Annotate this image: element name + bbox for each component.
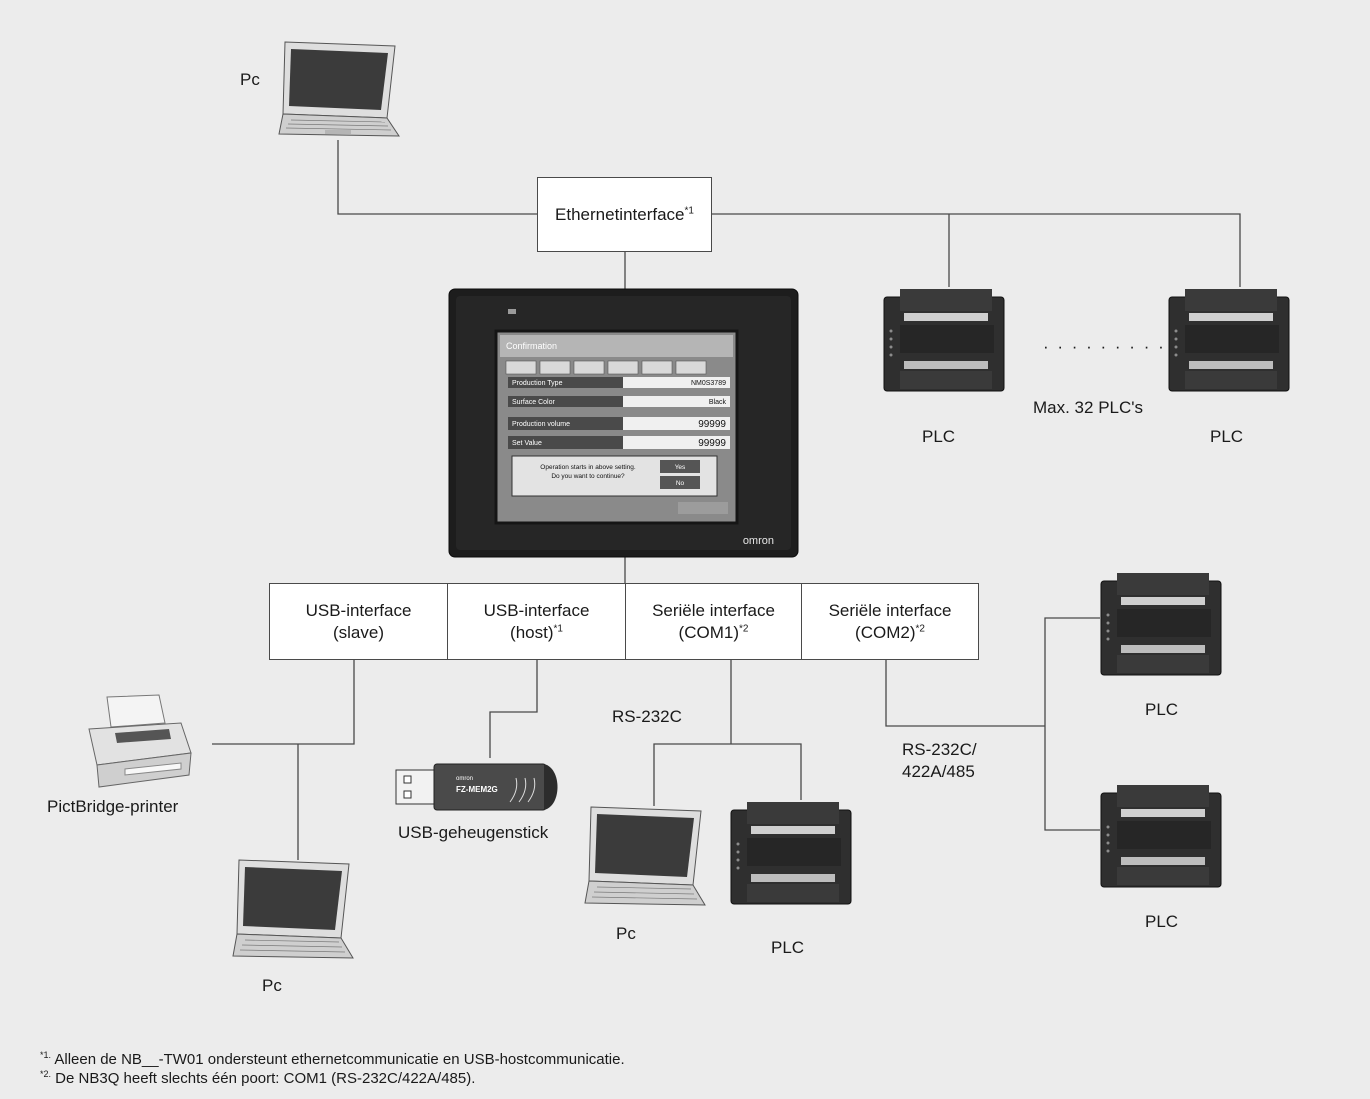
rs-multi-label-line2: 422A/485	[902, 762, 975, 781]
laptop-icon	[232, 859, 354, 959]
hmi-dialog-line2: Do you want to continue?	[551, 473, 625, 480]
printer-icon	[88, 694, 192, 788]
plc-label: PLC	[771, 938, 805, 957]
plc-icon	[730, 802, 852, 905]
laptop-icon	[584, 806, 706, 906]
usb-slave-interface-box: USB-interface(slave)	[269, 583, 448, 660]
footnote-mark: *2	[915, 622, 925, 634]
usb-host-label-line2: (host)	[510, 622, 554, 642]
com2-label-line1: Seriële interface	[828, 600, 952, 620]
pc-label: Pc	[262, 976, 282, 995]
wire-usb-slave-printer	[212, 660, 355, 745]
ethernet-interface-box: Ethernetinterface*1	[537, 177, 712, 252]
hmi-row-label: Surface Color	[512, 399, 555, 406]
footnote-text: De NB3Q heeft slechts één poort: COM1 (R…	[51, 1070, 476, 1087]
com1-label-line1: Seriële interface	[652, 600, 775, 620]
usb-host-label-line1: USB-interface	[483, 600, 590, 620]
wire-com1-split	[653, 743, 802, 806]
hmi-yes-button: Yes	[675, 464, 686, 471]
footnote-mark: *1	[684, 204, 694, 216]
plc-label: PLC	[1210, 427, 1244, 446]
printer-label: PictBridge-printer	[47, 797, 179, 816]
rs232c-label: RS-232C	[612, 707, 682, 726]
usb-slave-label-line2: (slave)	[332, 622, 384, 642]
footnote: *1. Alleen de NB__-TW01 ondersteunt ethe…	[40, 1050, 625, 1069]
hmi-row-label: Production volume	[512, 421, 570, 428]
hmi-row-value: 99999	[698, 438, 726, 449]
ethernet-interface-label: Ethernetinterface	[555, 204, 685, 224]
usb-stick-model: FZ-MEM2G	[456, 785, 498, 794]
footnotes: *1. Alleen de NB__-TW01 ondersteunt ethe…	[40, 1050, 625, 1088]
rs-multi-label-line1: RS-232C/	[902, 740, 977, 759]
hmi-row-value: NM0S3789	[691, 380, 726, 387]
wire-pc-ethernet	[337, 140, 537, 215]
plc-icon	[1100, 785, 1222, 888]
com1-label-line2: (COM1)	[678, 622, 739, 642]
hmi-row-label: Production Type	[512, 380, 563, 387]
usb-stick-icon: omron FZ-MEM2G	[395, 763, 558, 811]
usb-slave-label-line1: USB-interface	[305, 600, 412, 620]
ellipsis-dots: · · · · · · · · ·	[1043, 337, 1166, 356]
com2-interface-box: Seriële interface(COM2)*2	[801, 583, 979, 660]
wire-com2-split	[1044, 617, 1100, 831]
max-plc-label: Max. 32 PLC's	[1033, 398, 1144, 417]
hmi-no-button: No	[676, 480, 685, 487]
wire-usb-host-stick	[489, 660, 538, 758]
laptop-icon	[278, 41, 400, 137]
plc-label: PLC	[1145, 912, 1179, 931]
hmi-row-value: Black	[709, 399, 727, 406]
footnote-mark: *1.	[40, 1050, 52, 1060]
plc-icon	[883, 289, 1005, 392]
plc-label: PLC	[922, 427, 956, 446]
usb-stick-brand: omron	[456, 776, 473, 782]
wire-com2	[885, 660, 1045, 727]
hmi-dialog-line1: Operation starts in above setting.	[540, 464, 636, 471]
usb-stick-label: USB-geheugenstick	[398, 823, 549, 842]
hmi-row-value: 99999	[698, 419, 726, 430]
hmi-brand-logo: omron	[743, 535, 774, 547]
footnote: *2. De NB3Q heeft slechts één poort: COM…	[40, 1069, 625, 1088]
com2-label-line2: (COM2)	[855, 622, 916, 642]
footnote-text: Alleen de NB__-TW01 ondersteunt ethernet…	[51, 1051, 625, 1068]
hmi-terminal-icon: Confirmation Production Type NM0S3789 Su…	[448, 288, 799, 558]
usb-host-interface-box: USB-interface(host)*1	[447, 583, 626, 660]
footnote-mark: *2.	[40, 1069, 52, 1079]
plc-icon	[1168, 289, 1290, 392]
pc-label: Pc	[616, 924, 636, 943]
hmi-screen-title: Confirmation	[506, 341, 557, 351]
footnote-mark: *2	[739, 622, 749, 634]
com1-interface-box: Seriële interface(COM1)*2	[625, 583, 802, 660]
plc-label: PLC	[1145, 700, 1179, 719]
wire-ethernet-plc-right	[712, 213, 1241, 287]
hmi-row-label: Set Value	[512, 440, 542, 447]
plc-icon	[1100, 573, 1222, 676]
footnote-mark: *1	[553, 622, 563, 634]
pc-label: Pc	[240, 70, 260, 89]
